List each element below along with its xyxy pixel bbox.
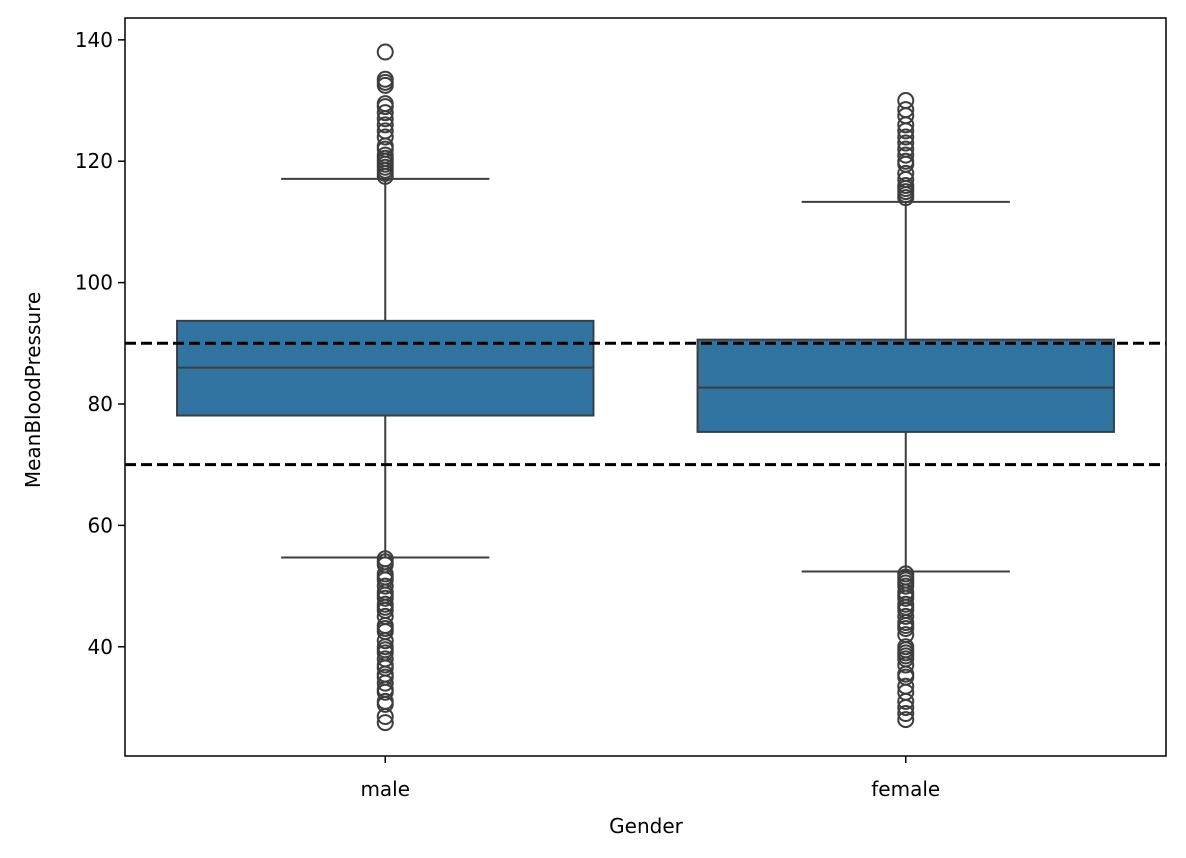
outlier-point: [897, 620, 915, 638]
outlier-point: [897, 116, 915, 134]
outlier-point: [376, 683, 394, 701]
outlier-point: [376, 110, 394, 128]
y-tick-label: 120: [75, 149, 113, 173]
axes: 40 60 80 100 120 140 male female: [75, 17, 1167, 801]
axes-frame: [124, 17, 1167, 757]
outlier-point: [897, 589, 915, 607]
outlier-point: [376, 116, 394, 134]
outlier-point: [376, 632, 394, 650]
outlier-point: [897, 128, 915, 146]
plot-area: [125, 43, 1166, 732]
outlier-point: [897, 189, 915, 207]
outlier-point: [376, 76, 394, 94]
outlier-point: [897, 711, 915, 729]
y-tick-label: 100: [75, 271, 113, 295]
outlier-point: [376, 589, 394, 607]
iqr-box: [696, 338, 1115, 433]
y-tick-label: 80: [88, 392, 113, 416]
outlier-point: [376, 714, 394, 732]
outlier-point: [376, 695, 394, 713]
outlier-point: [376, 104, 394, 122]
outlier-point: [897, 692, 915, 710]
outlier-point: [376, 128, 394, 146]
y-tick-label: 60: [88, 513, 113, 537]
x-tick-label: male: [360, 777, 410, 801]
outlier-point: [897, 705, 915, 723]
box-group-male: [176, 43, 595, 732]
outlier-point: [376, 167, 394, 185]
outlier-point: [376, 43, 394, 61]
outlier-point: [376, 708, 394, 726]
outlier-point: [897, 698, 915, 716]
outlier-point: [897, 134, 915, 152]
outlier-point: [897, 146, 915, 164]
x-tick-label: female: [871, 777, 940, 801]
outlier-point: [376, 98, 394, 116]
outlier-point: [897, 577, 915, 595]
outlier-point: [376, 674, 394, 692]
outlier-point: [897, 656, 915, 674]
y-tick-label: 140: [75, 28, 113, 52]
y-axis-label: MeanBloodPressure: [21, 292, 45, 488]
y-tick-label: 40: [88, 635, 113, 659]
x-axis-label: Gender: [609, 814, 683, 838]
box-group-female: [696, 92, 1115, 729]
outlier-point: [376, 577, 394, 595]
outlier-point: [897, 607, 915, 625]
outlier-point: [897, 122, 915, 140]
